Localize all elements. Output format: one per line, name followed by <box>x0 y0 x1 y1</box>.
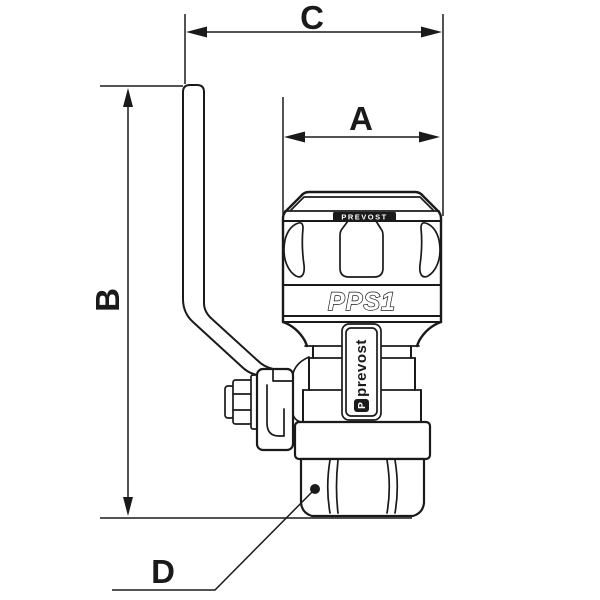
grip-left-lobe <box>283 221 306 278</box>
hex-facet-line-1 <box>326 459 331 514</box>
bottom-hex-nut <box>299 457 426 518</box>
hex-facet-line-3 <box>386 459 391 514</box>
grip-right-lobe <box>418 221 441 278</box>
cap-label-text: PREVOST <box>341 213 387 222</box>
brand-logo-icon <box>354 399 369 412</box>
dimension-b-label: B <box>89 288 126 312</box>
valve-cap-inner-rim <box>290 196 434 211</box>
handle-top-cap <box>182 84 205 93</box>
arrowhead-a-left <box>284 131 305 143</box>
lever-handle <box>182 84 295 452</box>
valve-body: PREVOST PPS1 pre <box>281 190 443 518</box>
side-brand-band <box>341 323 382 421</box>
side-brand-text: prevost <box>353 339 370 397</box>
pps1-band-text: PPS1 <box>328 288 396 316</box>
shoulder-left <box>281 320 309 348</box>
dimension-b: B <box>89 85 412 519</box>
arrowhead-c-right <box>421 26 442 38</box>
arrowhead-b-top <box>123 88 133 107</box>
arrowhead-c-left <box>186 26 207 38</box>
valve-cap-outline <box>281 190 443 223</box>
hex-facet-line-2 <box>335 459 339 514</box>
leader-line-d <box>112 488 316 591</box>
grip-center-pad <box>339 220 384 278</box>
shoulder-right <box>415 320 443 348</box>
handle-outer-edge <box>182 91 259 376</box>
dimension-c-label: C <box>300 0 324 36</box>
arrowhead-b-bottom <box>123 497 133 516</box>
bracket-inner-hook <box>266 384 285 437</box>
body-collar <box>293 420 432 461</box>
dimension-a-label: A <box>349 100 373 137</box>
hex-facet-line-4 <box>394 459 399 514</box>
brand-logo-letter: P <box>357 402 368 409</box>
dimension-a: A <box>282 97 440 215</box>
bolt-hex-nut <box>232 379 253 425</box>
leader-dot-d <box>310 484 320 494</box>
cap-label-strip <box>333 212 396 221</box>
handle-inner-edge <box>203 91 274 370</box>
dimension-c: C <box>184 0 444 216</box>
dimension-d: D <box>112 484 320 591</box>
bracket-top-notch <box>272 369 293 382</box>
arrowhead-a-right <box>419 131 440 143</box>
side-brand-band-inner <box>345 327 378 417</box>
dimension-d-label: D <box>151 553 175 590</box>
